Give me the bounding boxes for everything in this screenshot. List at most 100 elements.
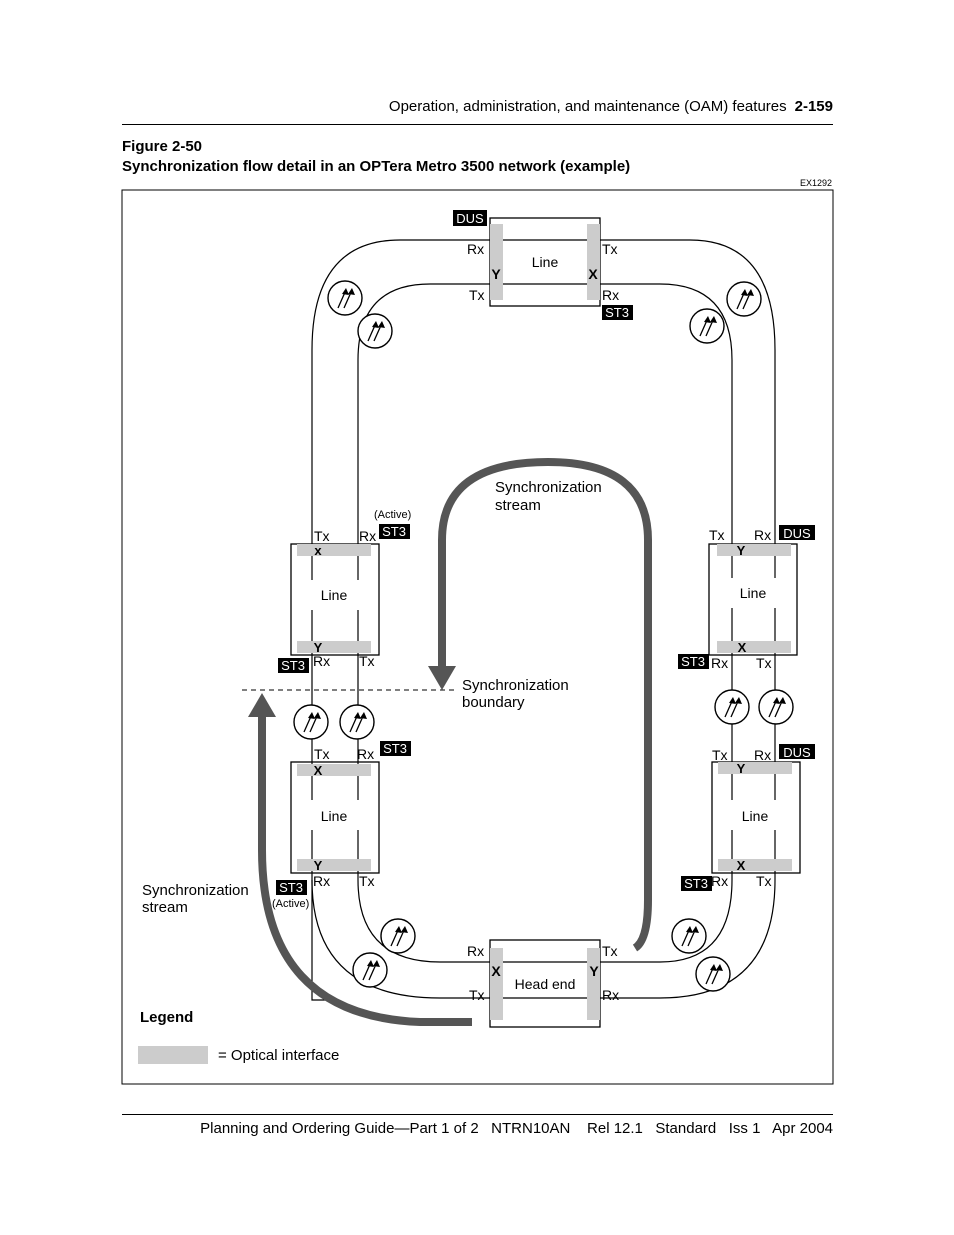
legend-optical-label: = Optical interface (218, 1047, 339, 1064)
svg-text:DUS: DUS (783, 526, 811, 541)
svg-text:Tx: Tx (469, 987, 485, 1003)
svg-text:ST3: ST3 (281, 658, 305, 673)
node-left-lower: Line X Y (290, 761, 380, 874)
svg-text:ST3: ST3 (382, 524, 406, 539)
amplifier-icon (689, 308, 725, 344)
svg-text:Rx: Rx (467, 241, 484, 257)
legend-title: Legend (140, 1009, 193, 1026)
amplifier-icon (726, 281, 762, 317)
svg-text:Y: Y (589, 963, 599, 979)
node-top: Line Y X (489, 217, 601, 307)
svg-text:Rx: Rx (754, 527, 771, 543)
dus-badge: DUS (779, 525, 815, 541)
legend-optical-swatch (138, 1046, 208, 1064)
svg-text:Tx: Tx (359, 653, 375, 669)
amplifier-icon (327, 280, 363, 316)
svg-text:Y: Y (314, 858, 323, 873)
svg-text:ST3: ST3 (605, 305, 629, 320)
figure-frame (121, 189, 834, 1085)
st3-badge: ST3 (380, 741, 411, 756)
inner-fiber-left (357, 283, 490, 963)
svg-text:ST3: ST3 (383, 741, 407, 756)
header-rule (122, 124, 833, 125)
sync-stream-label: Synchronization stream (142, 882, 253, 916)
svg-text:ST3: ST3 (279, 880, 303, 895)
outer-fiber-left (311, 239, 490, 1001)
arrowhead-icon (248, 693, 276, 717)
svg-text:Rx: Rx (711, 655, 728, 671)
node-left-upper-label: Line (321, 587, 348, 603)
amplifier-icon (671, 918, 707, 954)
amplifier-icon (339, 704, 375, 740)
st3-badge: ST3 (379, 524, 410, 539)
section-title: Operation, administration, and maintenan… (388, 98, 787, 115)
node-top-label: Line (532, 254, 559, 270)
node-right-lower: Line Y X (711, 761, 801, 874)
node-head-end-label: Head end (515, 976, 576, 992)
svg-text:X: X (314, 763, 323, 778)
svg-text:Y: Y (737, 543, 746, 558)
svg-text:Tx: Tx (469, 287, 485, 303)
page-footer: Planning and Ordering Guide—Part 1 of 2 … (200, 1120, 833, 1137)
svg-text:DUS: DUS (783, 745, 811, 760)
page-number: 2-159 (794, 98, 833, 115)
node-left-lower-label: Line (321, 808, 348, 824)
svg-text:Rx: Rx (313, 653, 330, 669)
svg-text:Rx: Rx (602, 287, 619, 303)
svg-text:x: x (314, 543, 322, 558)
sync-stream-arrow-lower (258, 715, 472, 1026)
sync-stream-label: Synchronization stream (495, 479, 606, 514)
st3-badge: ST3 (278, 658, 309, 673)
amplifier-icon (758, 689, 794, 725)
figure-title: Synchronization flow detail in an OPTera… (122, 158, 631, 175)
svg-text:Tx: Tx (314, 746, 330, 762)
dus-badge: DUS (779, 744, 815, 760)
svg-text:Rx: Rx (313, 873, 330, 889)
outer-fiber-bottom-left (311, 879, 490, 999)
amplifier-icon (352, 952, 388, 988)
svg-text:Y: Y (314, 640, 323, 655)
svg-text:Tx: Tx (359, 873, 375, 889)
svg-text:Rx: Rx (359, 528, 376, 544)
svg-text:Tx: Tx (709, 527, 725, 543)
svg-text:Y: Y (737, 761, 746, 776)
figure-label: Figure 2-50 (122, 138, 203, 155)
svg-text:Y: Y (491, 266, 501, 282)
svg-text:X: X (738, 640, 747, 655)
svg-text:Tx: Tx (756, 873, 772, 889)
node-head-end: Head end X Y (489, 939, 601, 1028)
svg-text:X: X (588, 266, 598, 282)
svg-text:X: X (737, 858, 746, 873)
sync-stream-arrow-upper (438, 457, 652, 952)
arrowhead-icon (428, 666, 456, 690)
node-right-upper: Line Y X (708, 543, 798, 656)
svg-text:Tx: Tx (756, 655, 772, 671)
svg-text:ST3: ST3 (684, 876, 708, 891)
dus-badge: DUS (453, 210, 487, 226)
svg-text:DUS: DUS (456, 211, 484, 226)
svg-text:Tx: Tx (602, 943, 618, 959)
st3-badge: ST3 (276, 880, 307, 895)
node-left-upper: Line x Y (290, 543, 380, 656)
node-right-upper-label: Line (740, 585, 767, 601)
figure-id: EX1292 (799, 178, 832, 188)
svg-text:Rx: Rx (467, 943, 484, 959)
svg-text:Tx: Tx (314, 528, 330, 544)
svg-text:Tx: Tx (602, 241, 618, 257)
page-header: Operation, administration, and maintenan… (122, 98, 833, 118)
st3-badge: ST3 (602, 305, 633, 320)
port-labels: Rx Tx Tx Rx Tx Rx Rx Tx Tx Rx Rx Tx Tx R… (313, 241, 772, 1003)
sync-boundary-label: Synchronization boundary (462, 677, 573, 711)
node-right-lower-label: Line (742, 808, 769, 824)
amplifier-icon (714, 689, 750, 725)
svg-text:ST3: ST3 (681, 654, 705, 669)
amplifier-icon (380, 918, 416, 954)
st3-badge: ST3 (678, 654, 709, 669)
amplifier-icon (293, 704, 329, 740)
svg-text:Rx: Rx (711, 873, 728, 889)
amplifier-icon (357, 313, 393, 349)
st3-badge: ST3 (681, 876, 712, 891)
amplifier-icon (695, 956, 731, 992)
svg-text:Rx: Rx (754, 747, 771, 763)
svg-text:Tx: Tx (712, 747, 728, 763)
